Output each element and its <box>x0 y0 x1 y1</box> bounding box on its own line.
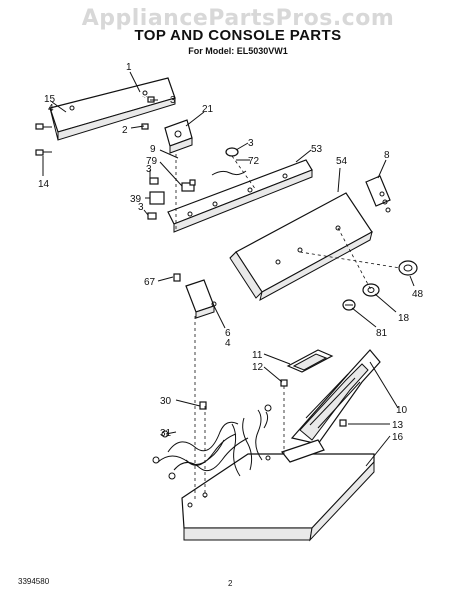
callout-18: 18 <box>398 313 410 324</box>
callout-72: 72 <box>248 156 260 167</box>
wiring-harness-part <box>152 404 272 480</box>
callout-21: 21 <box>202 104 214 115</box>
callout-39: 39 <box>130 194 142 205</box>
lint-screw-12 <box>280 379 288 387</box>
callout-54: 54 <box>336 156 348 167</box>
knob-48 <box>398 260 418 276</box>
callout-12: 12 <box>252 362 264 373</box>
callout-8: 8 <box>384 150 390 161</box>
leader-lines <box>42 71 415 467</box>
callout-3c: 3 <box>146 164 152 175</box>
console-panel-part <box>229 192 373 301</box>
end-cap-part <box>185 279 217 319</box>
footer-part-code: 3394580 <box>18 577 50 586</box>
screw-67 <box>173 273 181 282</box>
callout-3d: 3 <box>138 202 144 213</box>
callout-1: 1 <box>126 62 132 73</box>
clip-part <box>147 177 165 220</box>
callout-79: 79 <box>146 156 158 167</box>
duct-screw-13 <box>339 419 347 427</box>
callout-11: 11 <box>252 350 263 361</box>
svg-text:·:·: ·:· <box>142 94 148 100</box>
callout-16: 16 <box>392 432 404 443</box>
assembly-lines <box>175 154 285 500</box>
knob-18 <box>362 283 380 297</box>
console-bracket-part <box>167 159 313 233</box>
lint-screen-part <box>286 349 334 373</box>
callout-9: 9 <box>150 144 156 155</box>
callout-67: 67 <box>144 277 156 288</box>
model-subtitle: For Model: EL5030VW1 <box>188 46 288 56</box>
watermark: AppliancePartsPros.com <box>81 6 395 31</box>
callout-4b: 4 <box>225 338 231 349</box>
callout-14: 14 <box>38 179 50 190</box>
callout-15: 15 <box>44 94 56 105</box>
top-cabinet-part <box>181 439 375 542</box>
callout-10: 10 <box>396 405 408 416</box>
callout-3b: 3 <box>248 138 254 149</box>
callout-4a: 4 <box>48 103 54 114</box>
callout-30: 30 <box>160 396 172 407</box>
callout-13: 13 <box>392 420 404 431</box>
callout-31: 31 <box>160 428 172 439</box>
callout-6: 6 <box>225 328 231 339</box>
switch-wiring-part <box>365 175 391 213</box>
callout-81: 81 <box>376 328 388 339</box>
callout-48: 48 <box>412 289 424 300</box>
duct-assembly-part <box>290 349 381 445</box>
diagram-title: TOP AND CONSOLE PARTS <box>134 27 342 44</box>
footer-page-number: 2 <box>228 579 233 588</box>
callout-53: 53 <box>311 144 323 155</box>
callout-3a: 3 <box>170 95 176 106</box>
callout-2: 2 <box>122 125 128 136</box>
rear-panel-part: ·:· <box>49 77 176 141</box>
knob-81 <box>342 299 356 311</box>
timer-bracket-part <box>164 119 193 154</box>
callouts: 1 15 4 3 21 2 14 3 9 79 72 53 54 8 3 39 … <box>38 62 424 443</box>
switch-part <box>181 147 247 192</box>
